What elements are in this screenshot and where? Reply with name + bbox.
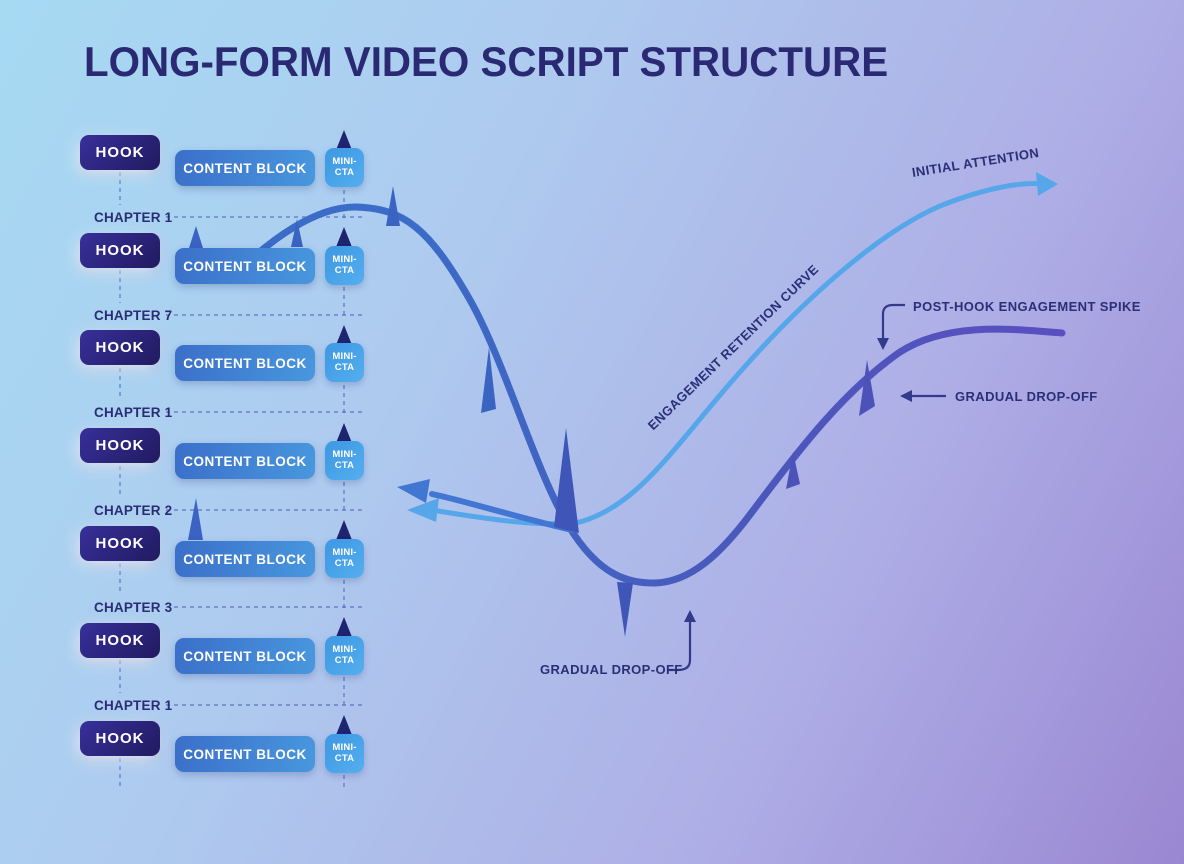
mini-cta-label: CTA (334, 264, 355, 276)
hook-block: HOOK (80, 135, 160, 170)
hook-block: HOOK (80, 721, 160, 756)
mini-cta-label: MINI- (332, 350, 357, 362)
mini-cta-label: MINI- (332, 155, 357, 167)
rewatch-arrow (397, 479, 575, 533)
mini-cta-label: MINI- (332, 546, 357, 558)
chapter-label: CHAPTER 7 (94, 308, 173, 323)
hook-block: HOOK (80, 623, 160, 658)
cta-spikes (336, 130, 352, 735)
mini-cta-label: CTA (334, 752, 355, 764)
content-block: CONTENT BLOCK (175, 736, 315, 772)
page-title: LONG-FORM VIDEO SCRIPT STRUCTURE (84, 38, 889, 85)
mini-cta-block: MINI-CTA (325, 343, 364, 382)
gradual-drop-off-right-label: GRADUAL DROP-OFF (955, 389, 1098, 404)
chapter-dashed-lines (166, 216, 366, 706)
retention-left-arrowhead (407, 498, 439, 522)
annotation-arrows (668, 303, 946, 672)
content-block: CONTENT BLOCK (175, 345, 315, 381)
engagement-spikes (188, 186, 875, 637)
engagement-curve-line (234, 203, 1066, 587)
hook-block: HOOK (80, 233, 160, 268)
mini-cta-label: CTA (334, 361, 355, 373)
chapter-label: CHAPTER 1 (94, 210, 173, 225)
initial-attention-arrowhead (1036, 172, 1058, 196)
mini-cta-label: CTA (334, 166, 355, 178)
mini-cta-block: MINI-CTA (325, 734, 364, 773)
mini-cta-block: MINI-CTA (325, 148, 364, 187)
mini-cta-label: MINI- (332, 253, 357, 265)
content-block: CONTENT BLOCK (175, 638, 315, 674)
gradual-drop-off-bottom-label: GRADUAL DROP-OFF (540, 662, 683, 677)
mini-cta-label: CTA (334, 654, 355, 666)
hook-block: HOOK (80, 428, 160, 463)
chapter-label: CHAPTER 2 (94, 503, 173, 518)
content-block: CONTENT BLOCK (175, 150, 315, 186)
post-hook-spike-label: POST-HOOK ENGAGEMENT SPIKE (913, 299, 1141, 314)
mini-cta-label: CTA (334, 557, 355, 569)
content-block: CONTENT BLOCK (175, 248, 315, 284)
hook-block: HOOK (80, 526, 160, 561)
mini-cta-label: MINI- (332, 643, 357, 655)
mini-cta-block: MINI-CTA (325, 636, 364, 675)
mini-cta-label: MINI- (332, 741, 357, 753)
content-block: CONTENT BLOCK (175, 541, 315, 577)
content-block: CONTENT BLOCK (175, 443, 315, 479)
mini-cta-block: MINI-CTA (325, 246, 364, 285)
chapter-label: CHAPTER 1 (94, 698, 173, 713)
mini-cta-block: MINI-CTA (325, 441, 364, 480)
mini-cta-label: CTA (334, 459, 355, 471)
chapter-label: CHAPTER 1 (94, 405, 173, 420)
hook-block: HOOK (80, 330, 160, 365)
chapter-label: CHAPTER 3 (94, 600, 173, 615)
mini-cta-block: MINI-CTA (325, 539, 364, 578)
mini-cta-label: MINI- (332, 448, 357, 460)
